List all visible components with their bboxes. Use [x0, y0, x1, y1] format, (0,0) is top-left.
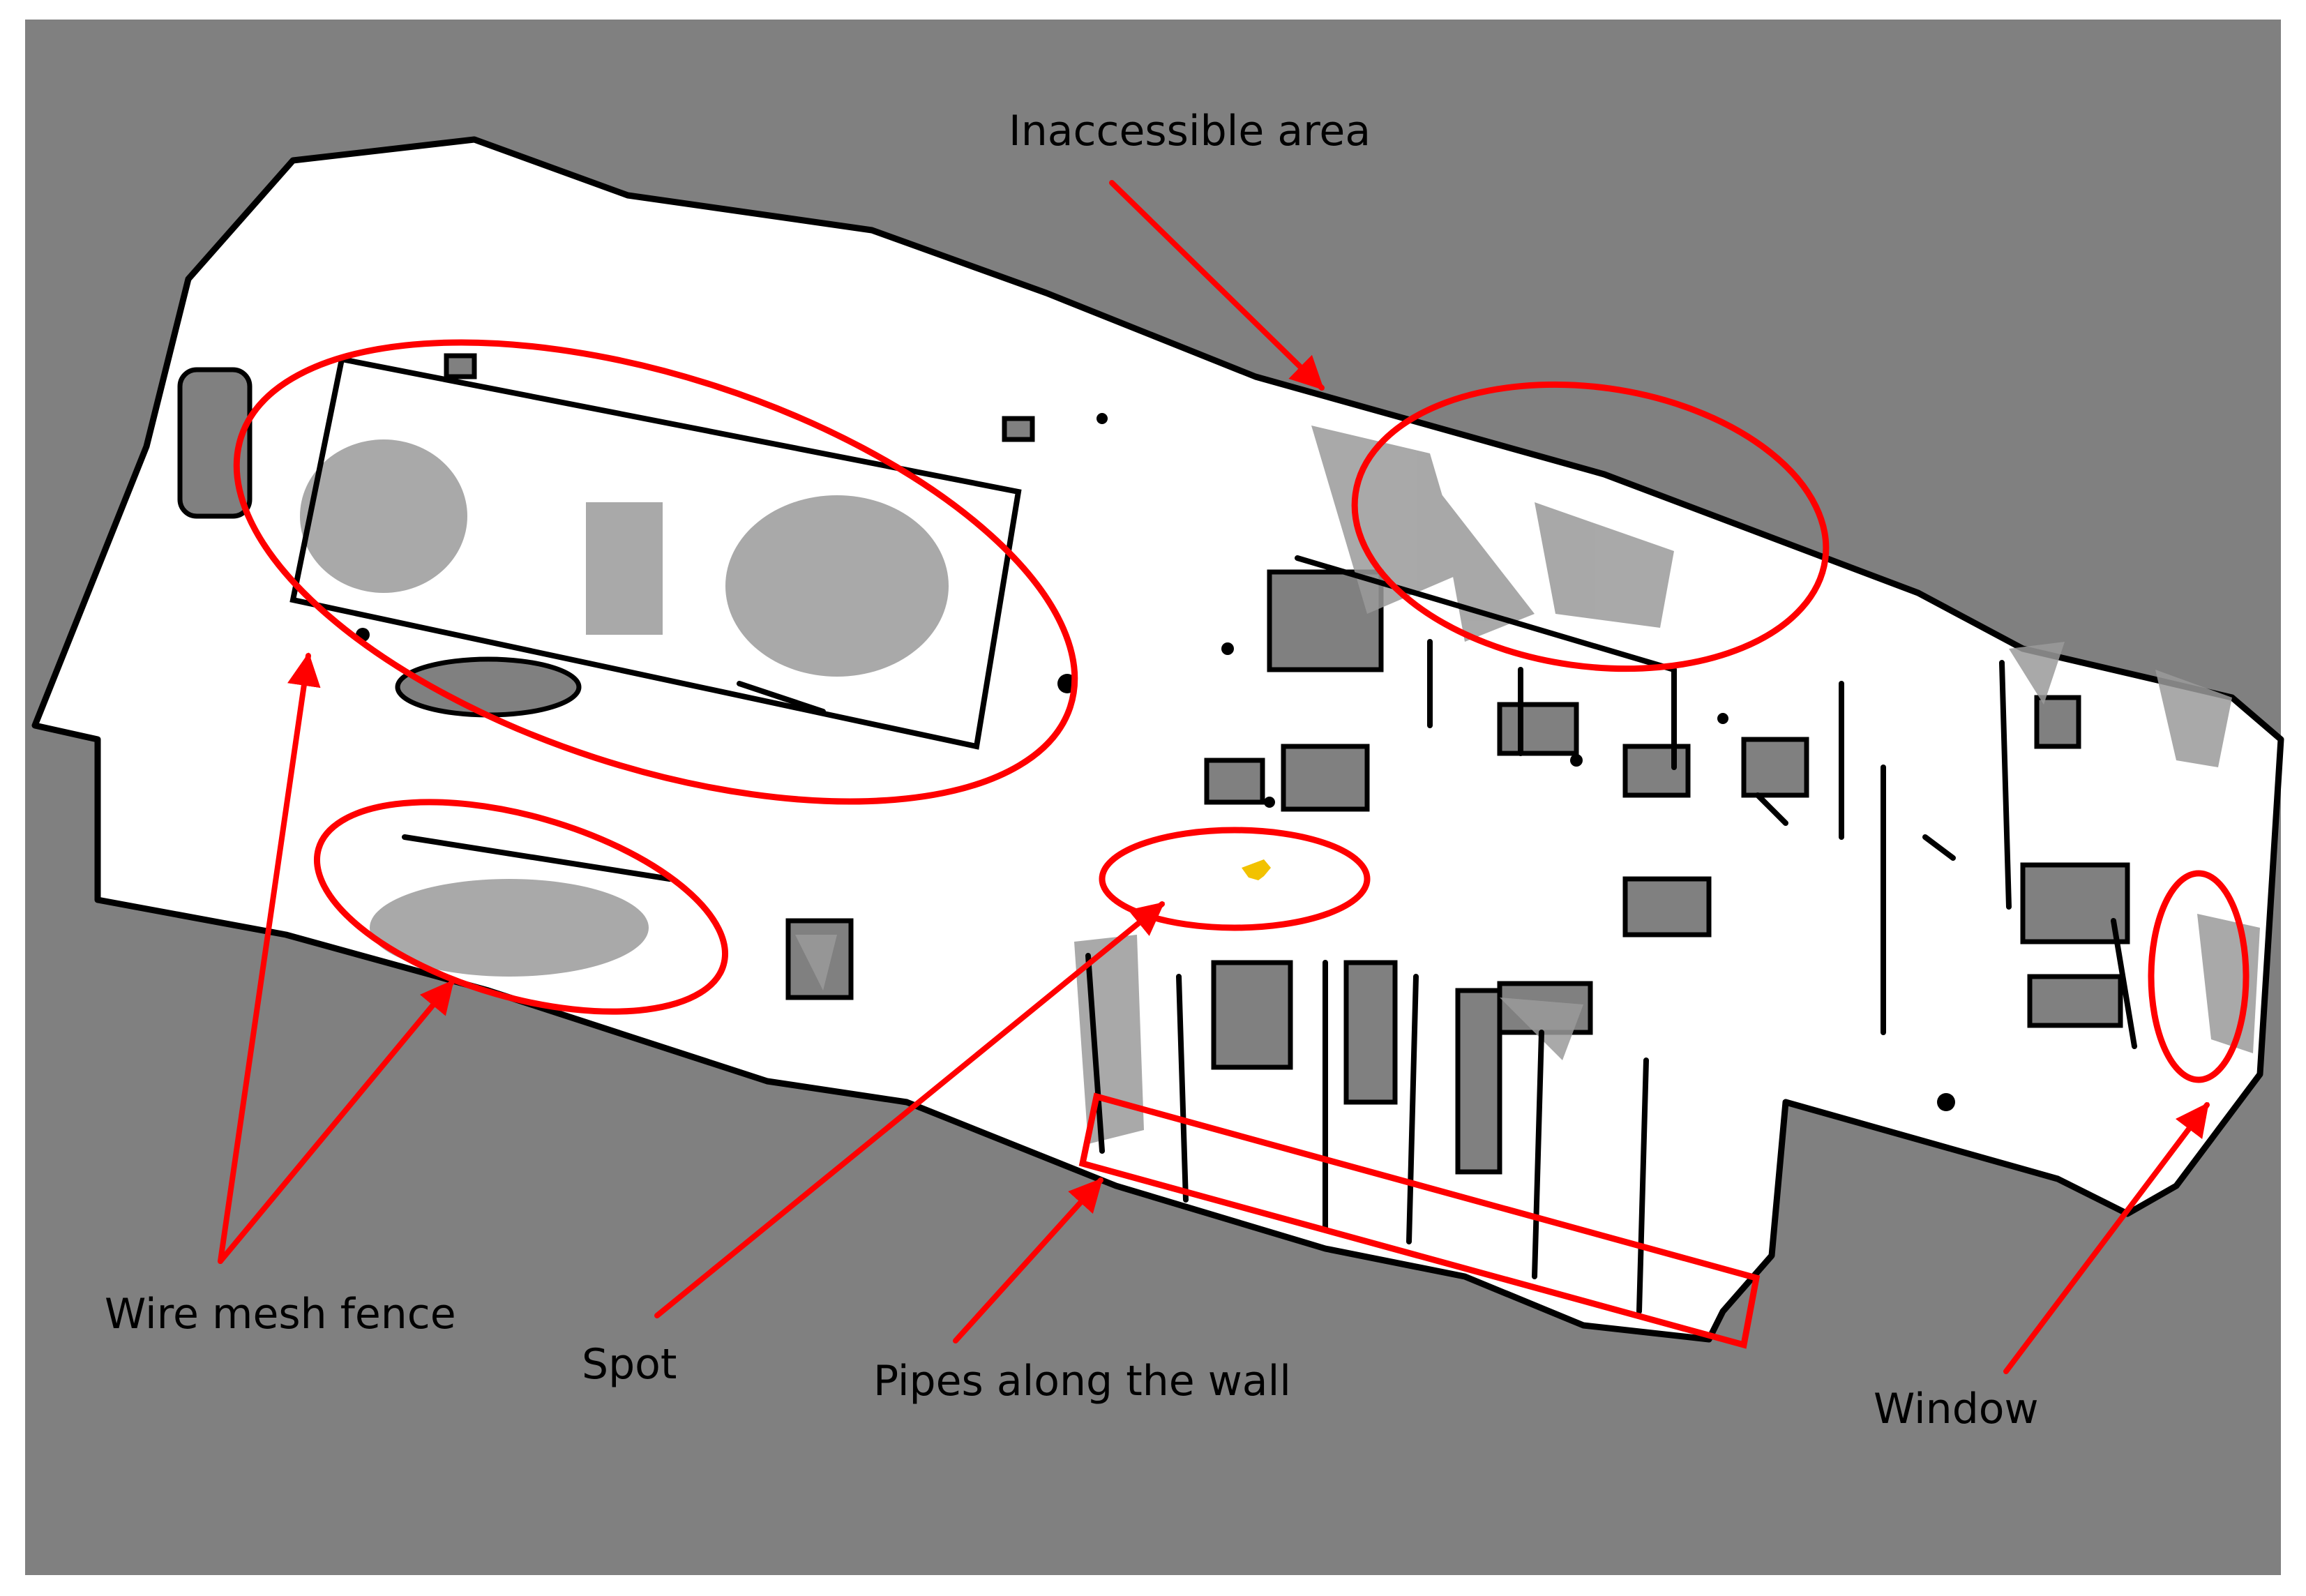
pipes-along-the-wall-label: Pipes along the wall — [873, 1357, 1291, 1406]
spot-arrow — [654, 901, 1165, 1318]
free-space — [31, 136, 2284, 1343]
spot-ellipse — [1099, 827, 1371, 931]
window-ellipse — [2148, 870, 2250, 1083]
wire-mesh-fence-label: Wire mesh fence — [105, 1290, 456, 1339]
inaccessible-area-ellipse — [1351, 381, 1830, 672]
wire-mesh-fence-ellipse-large — [233, 339, 1078, 805]
spot-label: Spot — [582, 1340, 677, 1389]
inaccessible-area-arrow — [1109, 180, 1325, 391]
annotation-shapes — [233, 339, 2250, 1349]
window-arrow — [2003, 1102, 2210, 1374]
spot-robot-icon — [1242, 859, 1271, 880]
walls — [289, 356, 2137, 1314]
window-label: Window — [1874, 1385, 2039, 1433]
pipes-along-the-wall-arrow — [953, 1177, 1103, 1343]
annotation-arrows — [218, 180, 2210, 1374]
wire-mesh-fence-arrow-right — [218, 979, 455, 1264]
wire-mesh-fence-arrow-left — [218, 652, 321, 1264]
inaccessible-area-label: Inaccessible area — [1009, 107, 1371, 156]
wire-mesh-fence-ellipse-small — [313, 799, 729, 1015]
pipes-along-the-wall-box — [1078, 1092, 1761, 1349]
